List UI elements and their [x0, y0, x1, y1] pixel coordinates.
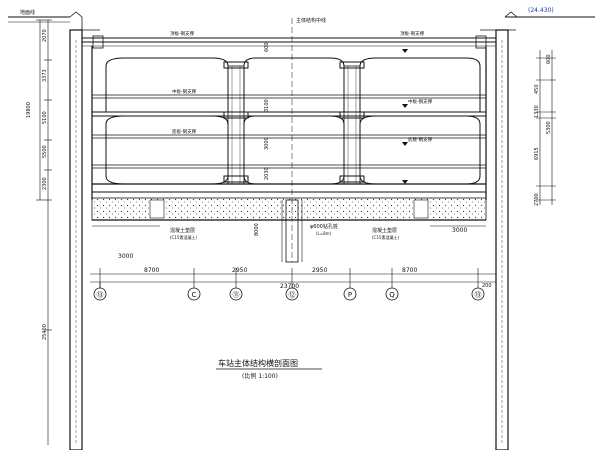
right-layer-label: 混凝土垫层 — [372, 227, 397, 234]
annotations: 地面线 (24.430) 主体结构中线 顶板-钢支撑 顶板-钢支撑 中板-钢支撑… — [20, 7, 554, 380]
axis-grid-labels: ⑬ C ⑪ ⑫ P Q ⑬ — [97, 291, 482, 299]
left-layer-sublabel: (C15素混凝土) — [170, 234, 197, 240]
center-pile — [281, 18, 303, 263]
drawing-title: 车站主体结构横剖面图 — [218, 358, 298, 368]
axis-label: ⑫ — [289, 291, 296, 299]
roof-strut — [82, 35, 496, 200]
strut-note: 底板-钢支撑 — [172, 128, 197, 135]
dim-text: 8000 — [254, 223, 260, 236]
axis-label: ⑬ — [97, 291, 104, 299]
dim-text: 450 — [534, 84, 540, 94]
dim-text: 200 — [482, 283, 492, 289]
pile-label: φ600钻孔桩 — [310, 223, 338, 230]
left-layer-label: 混凝土垫层 — [170, 227, 195, 234]
strut-note: 中板-钢支撑 — [408, 98, 433, 105]
bottom-dimension-chain — [90, 225, 496, 288]
dim-text: 5300 — [546, 121, 552, 134]
drawing-scale: (比例 1:100) — [242, 372, 278, 380]
pile-sublabel: (L=8m) — [316, 231, 332, 236]
strut-note: 底板-钢支撑 — [408, 136, 433, 143]
dim-text: 5100 — [42, 111, 48, 124]
strut-note: 顶板-钢支撑 — [400, 30, 425, 37]
left-dimension-chain — [36, 19, 52, 445]
diaphragm-walls — [69, 29, 509, 450]
axis-label: ⑪ — [233, 291, 240, 299]
dim-text: 600 — [546, 54, 552, 64]
strut-note: 顶板-钢支撑 — [170, 30, 195, 37]
dim-text: 3000 — [452, 227, 467, 234]
dim-text: 2700 — [534, 193, 540, 206]
axis-label: Q — [389, 291, 395, 299]
dim-text: 1330 — [534, 105, 540, 118]
right-layer-sublabel: (C15素混凝土) — [372, 234, 399, 240]
dim-text: 25400 — [42, 324, 48, 340]
dim-text: 3373 — [42, 69, 48, 82]
dim-text: 2030 — [264, 167, 270, 180]
strut-note: 中板-钢支撑 — [172, 88, 197, 95]
dim-text: 6915 — [534, 147, 540, 160]
dim-text: 23700 — [280, 283, 299, 290]
dim-text: 8700 — [402, 267, 417, 274]
dim-text: 2300 — [42, 177, 48, 190]
dim-text: 5500 — [42, 145, 48, 158]
dim-text: 3100 — [264, 99, 270, 112]
dim-text: 8700 — [144, 267, 159, 274]
axis-label: P — [348, 291, 352, 299]
axis-label: C — [192, 291, 197, 299]
dim-text: 2950 — [312, 267, 327, 274]
axis-grid-bubbles — [93, 282, 485, 301]
dim-text: 2070 — [42, 29, 48, 42]
elevation-label: (24.430) — [528, 7, 554, 14]
horizontal-struts — [92, 94, 486, 193]
dim-text: 2950 — [232, 267, 247, 274]
dim-text: 3000 — [118, 253, 133, 260]
dim-text: 19800 — [26, 102, 32, 118]
base-slab — [91, 197, 487, 221]
axis-label: ⑬ — [475, 291, 482, 299]
dim-text: 3000 — [264, 137, 270, 150]
dim-text: 600 — [264, 42, 270, 52]
centerline-label: 主体结构中线 — [296, 17, 326, 24]
level-markers — [402, 49, 408, 184]
ground-label: 地面线 — [20, 9, 35, 16]
right-dimension-chain — [536, 50, 556, 205]
